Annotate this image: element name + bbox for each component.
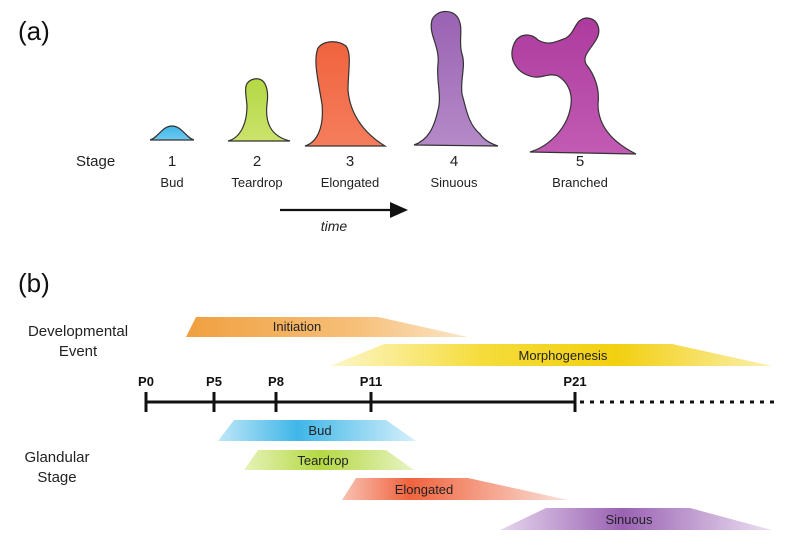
morphogenesis-label: Morphogenesis — [519, 348, 608, 363]
teardrop-shape — [227, 78, 291, 142]
branched-shape — [511, 17, 637, 155]
timeline-axis — [144, 392, 780, 412]
stage-3-number: 3 — [346, 153, 354, 170]
tick-label-p11: P11 — [360, 374, 382, 389]
stage-2-number: 2 — [253, 153, 261, 170]
teardrop-band — [244, 450, 414, 470]
bud-band-label: Bud — [308, 423, 331, 438]
stage-3-name: Elongated — [321, 175, 380, 190]
sinuous-shape — [413, 10, 499, 147]
stage-2-name: Teardrop — [231, 175, 282, 190]
initiation-band — [186, 317, 468, 337]
elongated-band-label: Elongated — [395, 482, 454, 497]
tick-label-p0: P0 — [138, 374, 154, 389]
initiation-label: Initiation — [273, 319, 321, 334]
time-label: time — [321, 218, 348, 234]
elongated-band — [342, 478, 568, 500]
stage-1-number: 1 — [168, 153, 176, 170]
stage-4-number: 4 — [450, 153, 458, 170]
tick-label-p21: P21 — [563, 374, 586, 389]
elongated-shape — [304, 41, 388, 147]
sinuous-band — [500, 508, 772, 530]
stage-1-name: Bud — [160, 175, 183, 190]
bud-band — [218, 420, 416, 441]
time-arrow — [280, 202, 408, 218]
developmental-event-label-line2: Event — [59, 343, 98, 360]
stage-4-name: Sinuous — [431, 175, 478, 190]
stage-5-number: 5 — [576, 153, 584, 170]
bud-shape — [149, 125, 195, 141]
panel-a-label: (a) — [18, 16, 50, 46]
stage-row-label: Stage — [76, 153, 115, 170]
tick-label-p5: P5 — [206, 374, 222, 389]
teardrop-band-label: Teardrop — [297, 453, 348, 468]
stage-5-name: Branched — [552, 175, 608, 190]
sinuous-band-label: Sinuous — [606, 512, 653, 527]
glandular-stage-label-line2: Stage — [37, 469, 76, 486]
morphogenesis-band — [330, 344, 772, 366]
glandular-stage-label-line1: Glandular — [24, 449, 89, 466]
panel-b-label: (b) — [18, 268, 50, 298]
tick-label-p8: P8 — [268, 374, 284, 389]
developmental-event-label-line1: Developmental — [28, 323, 128, 340]
